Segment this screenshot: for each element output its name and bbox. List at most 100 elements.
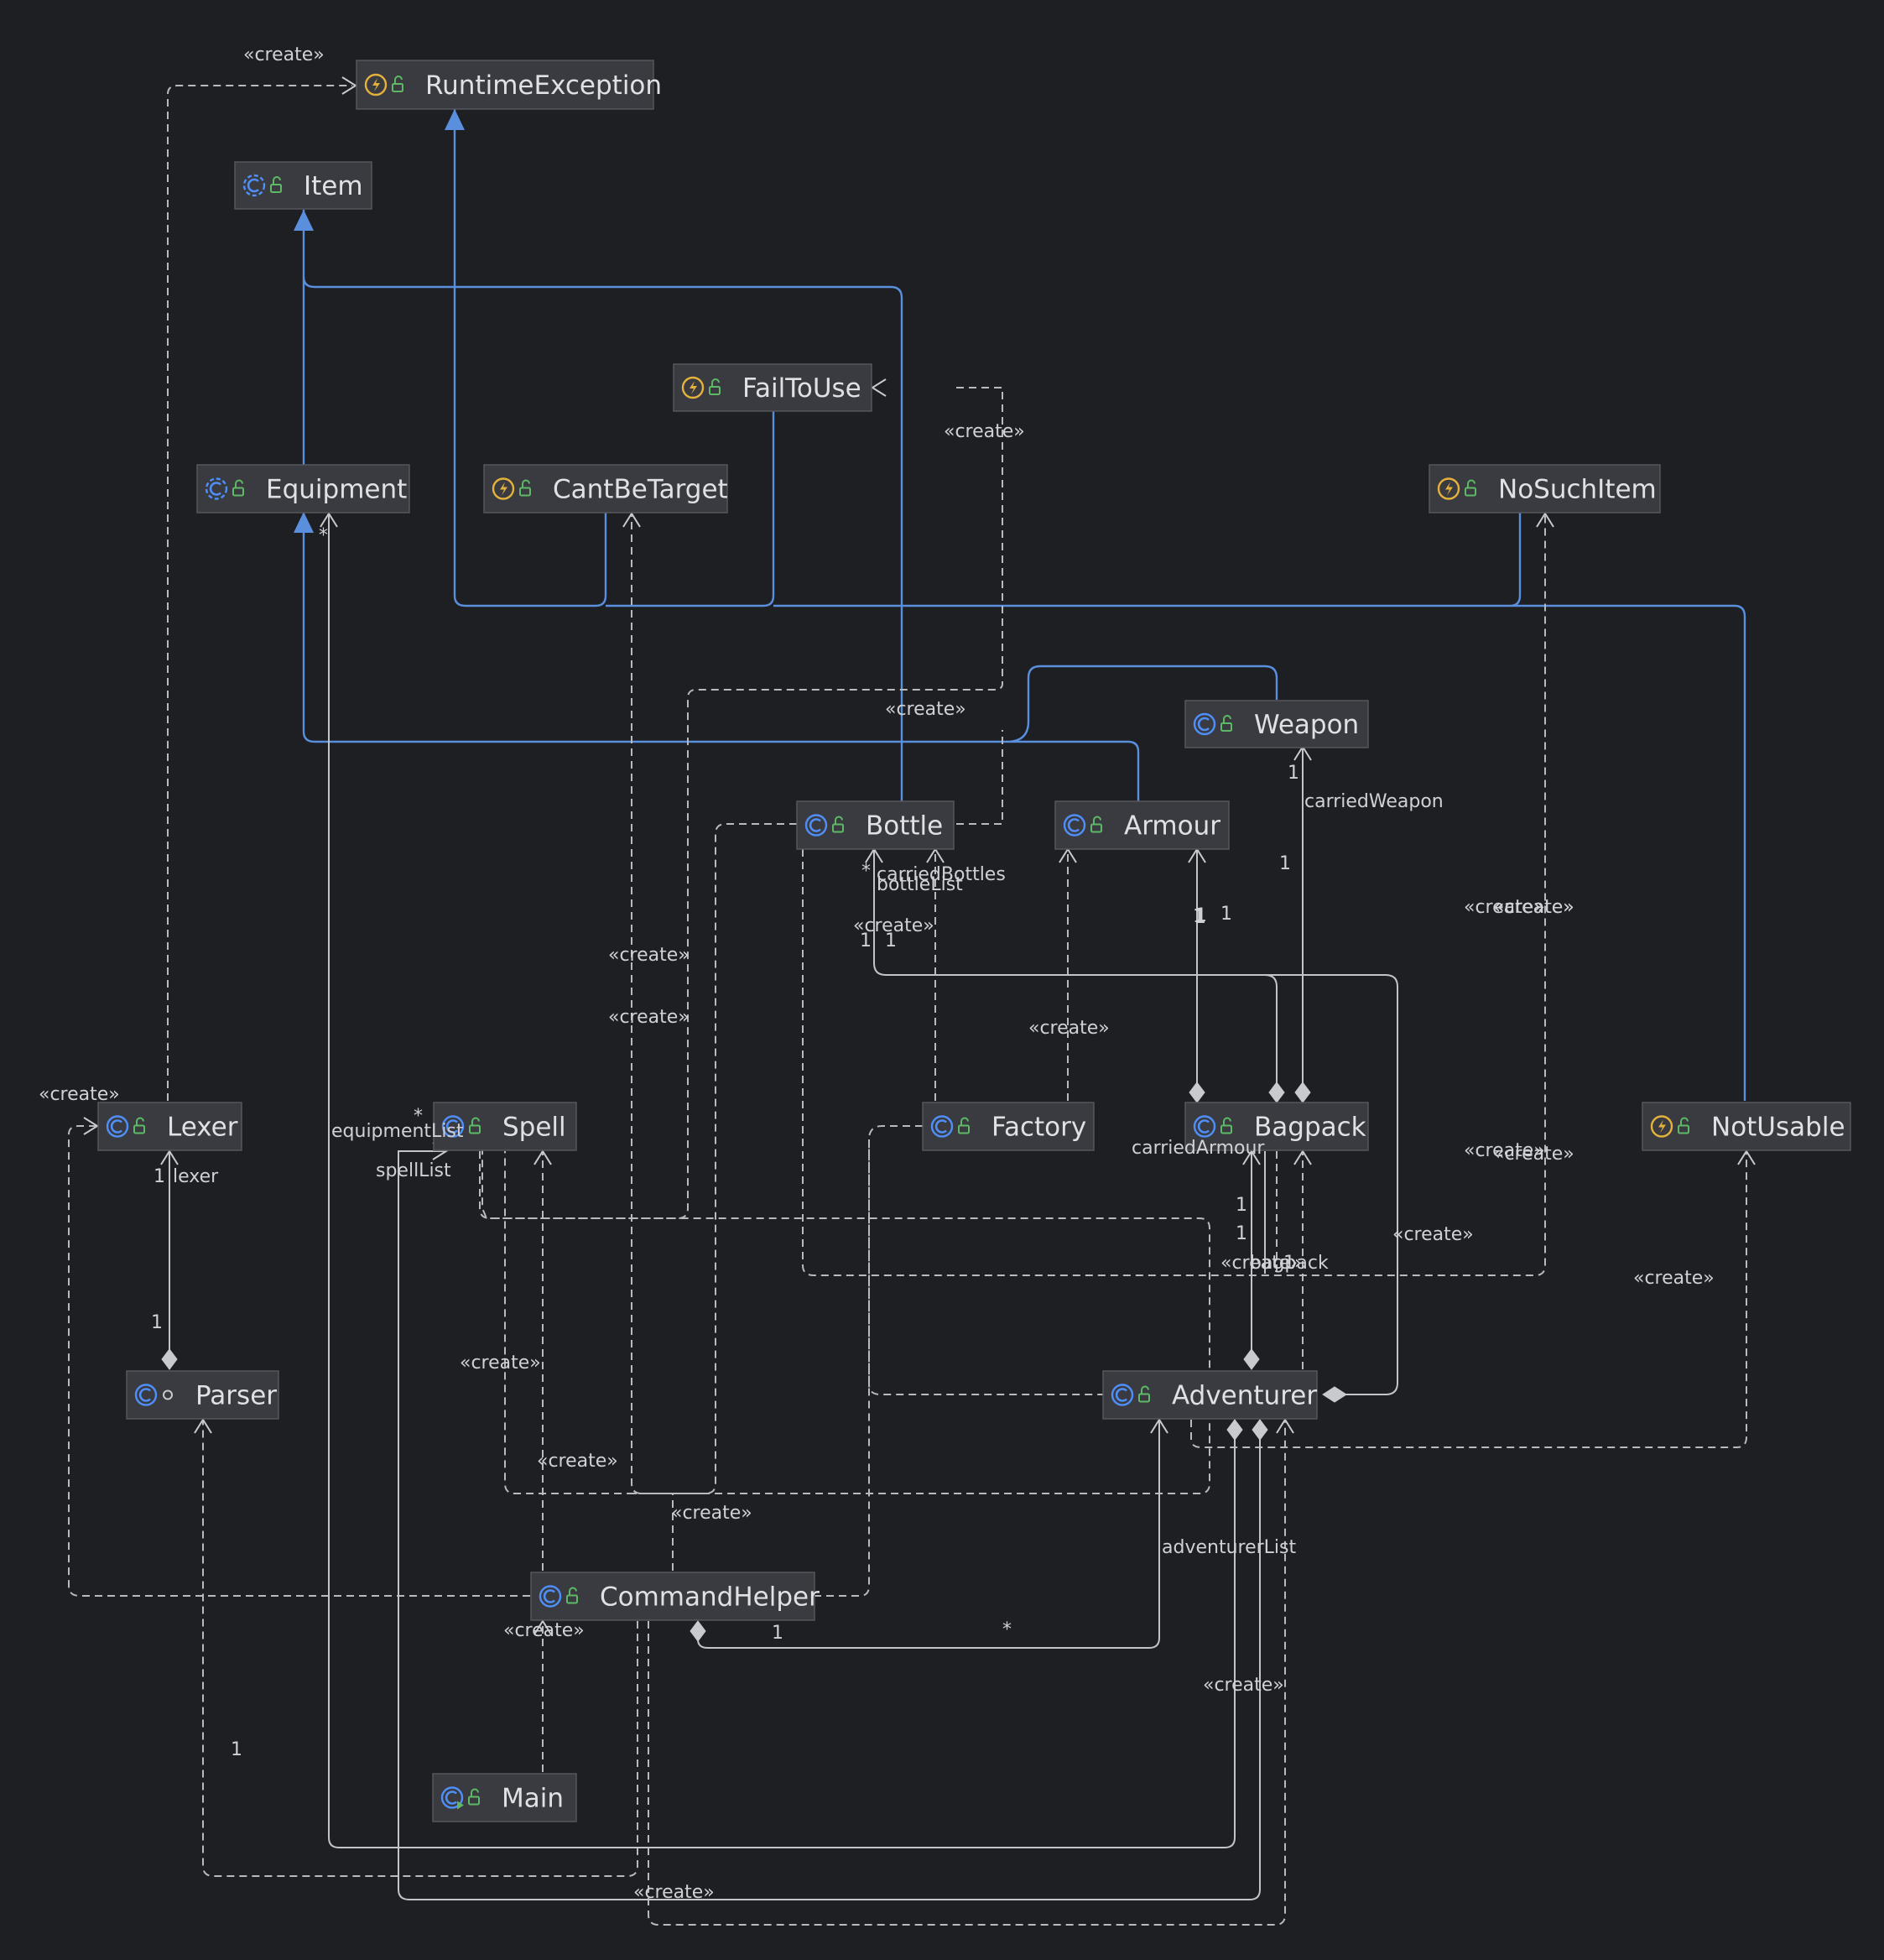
public-visibility-icon <box>1220 1117 1232 1134</box>
edge-label: «create» <box>1392 1224 1474 1245</box>
node-no-such-item[interactable]: NoSuchItem <box>1429 464 1661 513</box>
dep-bottle-down <box>802 513 1546 1276</box>
edge-label: lexer <box>173 1166 219 1187</box>
main-box <box>432 1773 577 1822</box>
node-runtime-exception[interactable]: RuntimeException <box>356 60 662 110</box>
edge-label: «create» <box>608 945 690 966</box>
edge-armour-weapon-equipment <box>302 512 1278 801</box>
abstract-class-icon <box>205 477 228 500</box>
node-lexer[interactable]: Lexer <box>97 1102 242 1151</box>
runtime-exception-box <box>356 60 654 110</box>
edge-exceptions-runtime <box>453 109 1746 1101</box>
node-adventurer[interactable]: Adventurer <box>1102 1370 1318 1420</box>
edge-label: «create» <box>1028 1018 1110 1039</box>
diamond-bagpack-bottle <box>1268 1082 1285 1103</box>
edge-label: * <box>414 1106 423 1127</box>
edge-label: 1 <box>1283 1253 1295 1274</box>
public-visibility-icon <box>392 76 403 92</box>
edge-label: 1 <box>151 1312 163 1333</box>
abstract-class-icon <box>242 174 266 197</box>
node-spell[interactable]: Spell <box>433 1102 577 1151</box>
not-usable-label: NotUsable <box>1711 1113 1845 1143</box>
node-fail-to-use[interactable]: FailToUse <box>673 363 872 412</box>
node-bottle[interactable]: Bottle <box>796 800 955 850</box>
lexer-box <box>97 1102 242 1151</box>
exception-icon <box>681 376 705 399</box>
edge-label: * <box>1002 1619 1012 1640</box>
node-bagpack[interactable]: Bagpack <box>1184 1102 1369 1151</box>
node-cant-be-target[interactable]: CantBeTarget <box>483 464 728 513</box>
dep-commandhelper-cantbetarget <box>631 1493 674 1571</box>
exception-icon <box>1650 1115 1673 1138</box>
main-label: Main <box>502 1784 564 1814</box>
dep-lexer-runtime <box>167 85 352 1101</box>
node-weapon[interactable]: Weapon <box>1184 700 1369 748</box>
edge-label: carriedWeapon <box>1304 791 1444 812</box>
command-helper-label: CommandHelper <box>600 1582 820 1613</box>
arrowhead-item <box>294 210 314 231</box>
edge-label: spellList <box>376 1160 451 1181</box>
edge-label: «create» <box>1493 897 1574 918</box>
inheritance-edges <box>294 109 1746 1101</box>
node-command-helper[interactable]: CommandHelper <box>530 1572 820 1621</box>
adventurer-label: Adventurer <box>1172 1381 1317 1411</box>
diamond-adventurer-right <box>1322 1386 1347 1403</box>
exception-icon <box>1437 477 1460 500</box>
edge-label: * <box>861 861 871 882</box>
node-not-usable[interactable]: NotUsable <box>1642 1102 1851 1151</box>
public-visibility-icon <box>1090 816 1102 833</box>
parser-box <box>126 1370 279 1420</box>
bottle-label: Bottle <box>866 811 943 842</box>
public-visibility-icon <box>1465 479 1476 497</box>
edge-label: 1 <box>154 1166 165 1187</box>
edge-label: 1 <box>1236 1223 1247 1244</box>
exception-icon <box>364 73 388 96</box>
diamond-bagpack-weapon <box>1294 1082 1311 1103</box>
dep-commandhelper-factory <box>814 1139 870 1597</box>
spell-label: Spell <box>502 1113 566 1143</box>
edge-label: adventurerList <box>1162 1537 1296 1558</box>
class-icon <box>1063 814 1086 837</box>
parser-label: Parser <box>195 1381 277 1411</box>
node-armour[interactable]: Armour <box>1054 800 1230 850</box>
node-factory[interactable]: Factory <box>922 1102 1095 1151</box>
public-visibility-icon <box>709 378 721 395</box>
public-visibility-icon <box>1678 1117 1689 1134</box>
dep-commandhelper-bagpack <box>648 1420 1286 1926</box>
edge-label: «create» <box>1220 1253 1302 1274</box>
edge-label: 1 <box>860 930 872 951</box>
node-parser[interactable]: Parser <box>126 1370 279 1420</box>
edge-bottle-item <box>302 276 903 801</box>
assoc-adventurer-equipment <box>328 513 1236 1848</box>
assoc-bagpack-bottle <box>873 849 1278 1091</box>
public-visibility-icon <box>1220 715 1232 732</box>
edge-label: «create» <box>460 1353 541 1374</box>
assoc-adventurer-spell <box>398 1150 1261 1900</box>
dep-commandhelper-parser <box>202 1420 638 1877</box>
lexer-label: Lexer <box>167 1113 238 1143</box>
arrowhead-runtime <box>445 109 465 130</box>
dep-spell-run <box>479 1151 1210 1494</box>
node-item[interactable]: Item <box>234 161 372 210</box>
edge-label: «create» <box>885 699 966 720</box>
dep-bottle-left <box>631 513 797 1494</box>
public-visibility-icon <box>519 479 531 497</box>
class-icon <box>539 1585 562 1608</box>
cant-be-target-label: CantBeTarget <box>553 475 728 505</box>
dependency-edges <box>68 76 1756 1926</box>
edge-label: «create» <box>243 44 325 65</box>
public-visibility-icon <box>468 1788 480 1806</box>
edge-label: «create» <box>1493 1144 1574 1165</box>
bottle-box <box>796 800 955 850</box>
edge-label: 1 <box>1195 905 1207 926</box>
public-visibility-icon <box>270 176 282 193</box>
edge-label: «create» <box>944 421 1025 442</box>
main-class-icon <box>440 1786 464 1810</box>
node-equipment[interactable]: Equipment <box>196 464 410 513</box>
node-main[interactable]: Main <box>432 1773 577 1822</box>
class-icon <box>1111 1384 1134 1406</box>
edge-labels-layer: «create» «create» «create» «create» «create»… <box>39 44 1715 1903</box>
diamond-commandhelper <box>690 1620 706 1642</box>
no-such-item-label: NoSuchItem <box>1498 475 1657 505</box>
